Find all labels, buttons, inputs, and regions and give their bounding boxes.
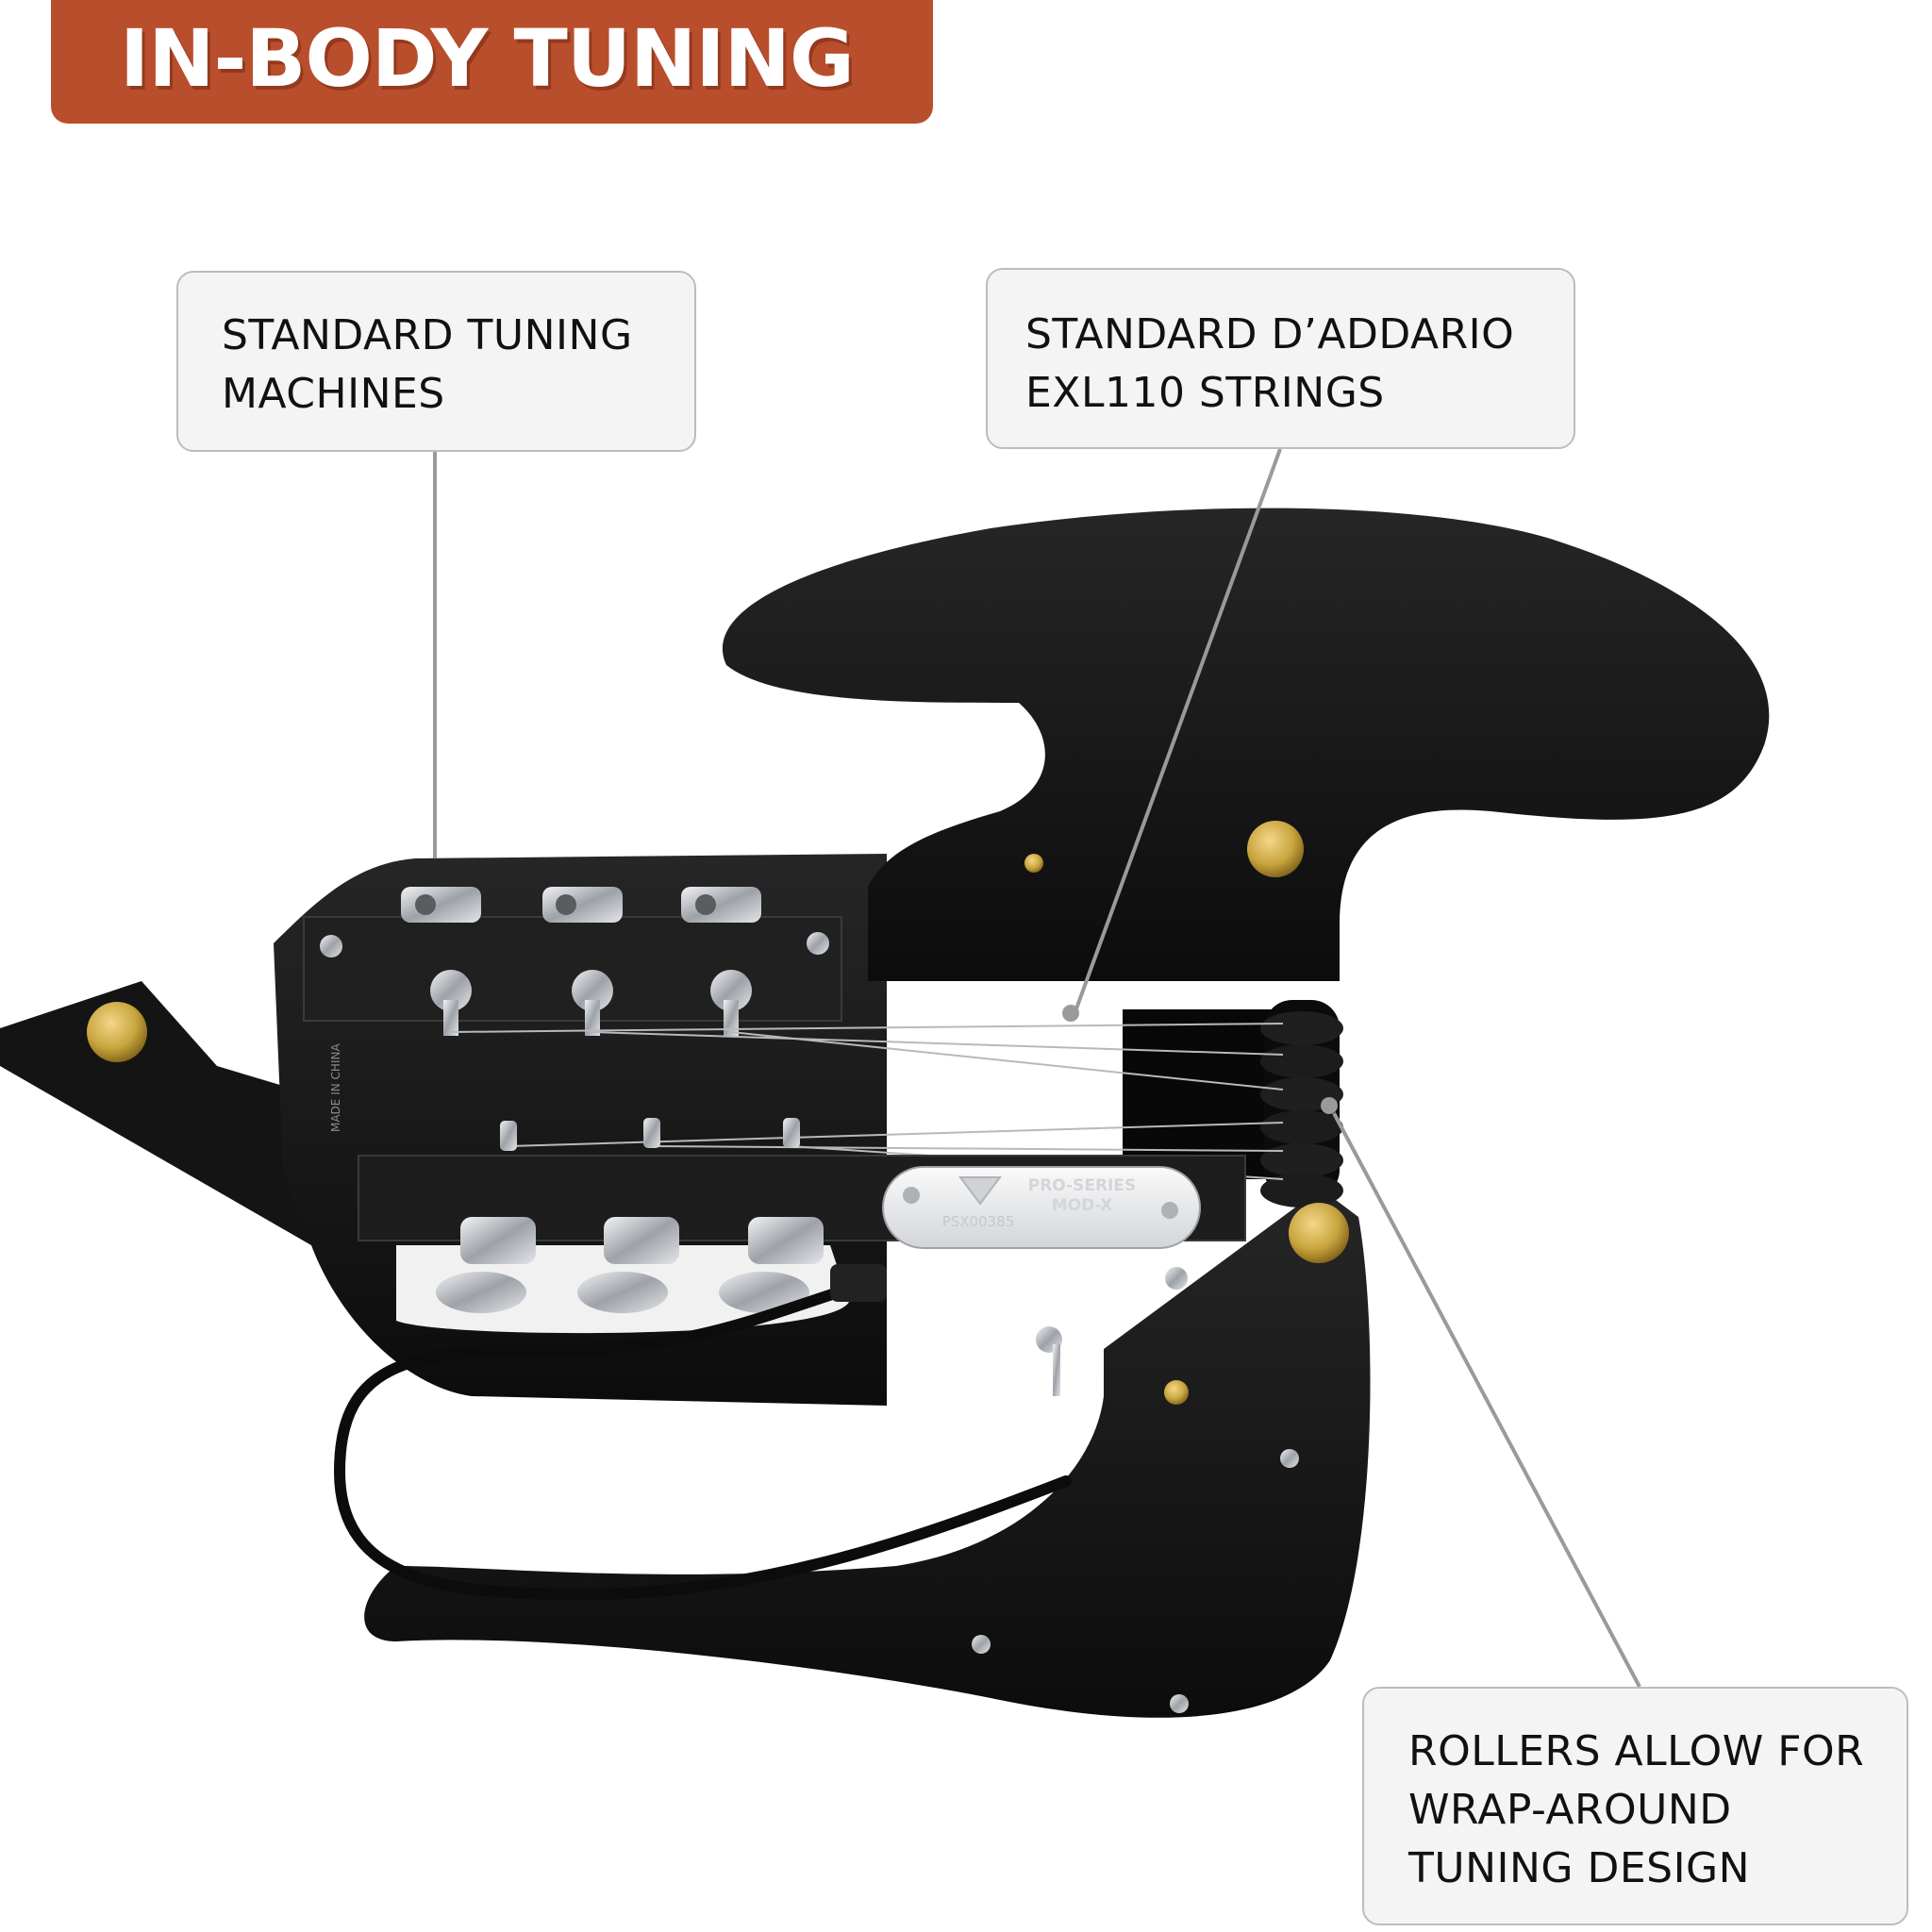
- callout-rollers-line-3: TUNING DESIGN: [1408, 1844, 1751, 1892]
- callout-tuning-machines: STANDARD TUNING MACHINES: [176, 271, 696, 452]
- plate-model: MOD-X: [1052, 1196, 1113, 1215]
- guitar-lower-horn: [364, 1189, 1371, 1718]
- made-in-china-label: MADE IN CHINA: [329, 1043, 342, 1132]
- title-banner: IN-BODY TUNING: [51, 0, 933, 124]
- callout-strings-line-1: STANDARD D’ADDARIO: [1025, 310, 1515, 358]
- plate-serial: PSX00385: [942, 1213, 1015, 1230]
- upper-tuning-machines: [401, 887, 761, 923]
- guitar-upper-horn: [722, 508, 1770, 981]
- lower-string-pins: [500, 1118, 800, 1151]
- brass-thumb-screws: [87, 821, 1349, 1405]
- callout-tuning-line-1: STANDARD TUNING: [222, 311, 633, 359]
- model-plate: PRO-SERIES MOD-X PSX00385: [882, 1166, 1201, 1249]
- callout-tuning-line-2: MACHINES: [222, 370, 445, 418]
- toggle-switch: [1036, 1326, 1062, 1396]
- leader-dot-strings: [1062, 1005, 1079, 1022]
- upper-tuner-bracket: [303, 916, 842, 1022]
- plate-series: PRO-SERIES: [1028, 1176, 1137, 1195]
- callout-strings: STANDARD D’ADDARIO EXL110 STRINGS: [986, 268, 1575, 449]
- leader-dot-rollers: [1321, 1097, 1338, 1114]
- roller-stack: [1260, 1000, 1343, 1208]
- callout-rollers-line-2: WRAP-AROUND: [1408, 1786, 1732, 1834]
- callout-rollers: ROLLERS ALLOW FOR WRAP-AROUND TUNING DES…: [1362, 1687, 1908, 1925]
- upper-string-posts: [430, 970, 752, 1036]
- callout-strings-line-2: EXL110 STRINGS: [1025, 369, 1385, 417]
- page-title: IN-BODY TUNING: [120, 11, 855, 105]
- cable-jack: [830, 1264, 887, 1302]
- callout-leader-lines: [433, 448, 1641, 1688]
- lower-tuning-machines: [396, 1217, 849, 1334]
- instrument-cable: [333, 1277, 1072, 1601]
- callout-rollers-line-1: ROLLERS ALLOW FOR: [1408, 1727, 1865, 1775]
